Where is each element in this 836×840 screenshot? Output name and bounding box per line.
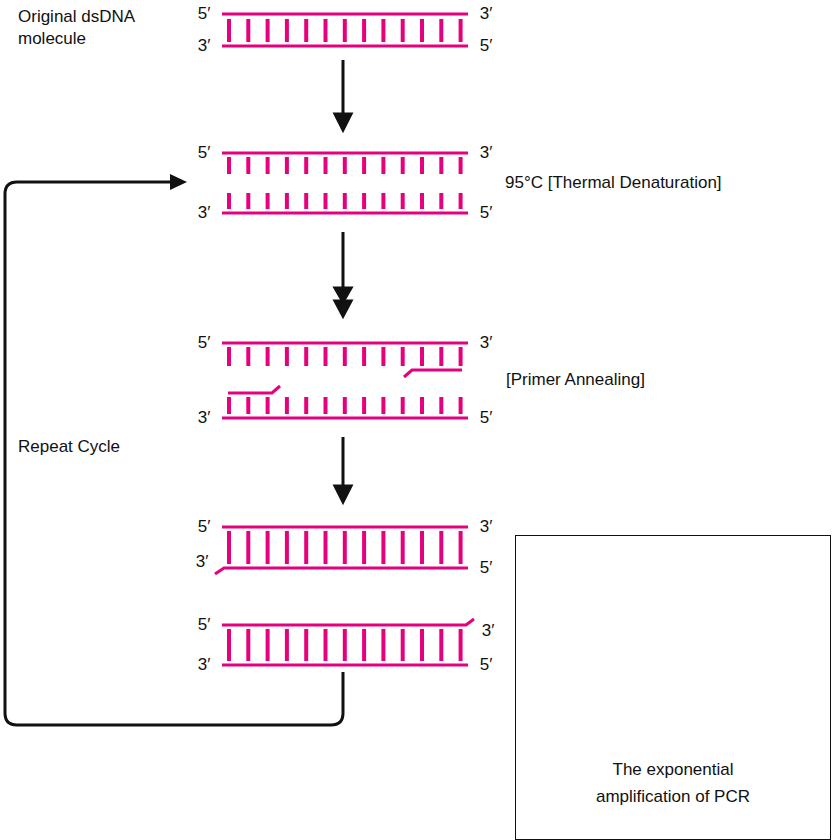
strand-end: 5′ — [480, 35, 493, 57]
strand-end: 5′ — [480, 407, 493, 429]
strand-end: 5′ — [480, 202, 493, 224]
inset-caption: The exponential amplification of PCR — [588, 756, 758, 810]
strand-end: 5′ — [198, 3, 211, 25]
loop-label: Repeat Cycle — [18, 436, 120, 458]
strand-end: 3′ — [198, 407, 211, 429]
strand-end: 3′ — [480, 3, 493, 25]
strand-end: 3′ — [480, 142, 493, 164]
base-pair-ticks — [229, 19, 461, 661]
strand-end: 3′ — [480, 332, 493, 354]
strand-end: 5′ — [198, 516, 211, 538]
strand-end: 5′ — [198, 142, 211, 164]
strand-end: 3′ — [482, 620, 495, 642]
step-arrows — [335, 60, 351, 502]
molecule-label: Original dsDNA molecule — [18, 6, 158, 50]
strand-end: 3′ — [480, 516, 493, 538]
strand-end: 3′ — [198, 202, 211, 224]
repeat-loop — [5, 174, 343, 725]
strand-end: 3′ — [198, 35, 211, 57]
strand-end: 5′ — [198, 614, 211, 636]
strand-end: 3′ — [196, 551, 209, 573]
step-label: 95°C [Thermal Denaturation] — [505, 172, 722, 194]
strand-end: 5′ — [480, 654, 493, 676]
strand-end: 5′ — [198, 332, 211, 354]
strand-end: 3′ — [198, 654, 211, 676]
dna-strands — [215, 14, 474, 665]
strand-end: 5′ — [480, 557, 493, 579]
step-label: [Primer Annealing] — [506, 369, 645, 391]
inset-box: The exponential amplification of PCR — [515, 535, 831, 840]
